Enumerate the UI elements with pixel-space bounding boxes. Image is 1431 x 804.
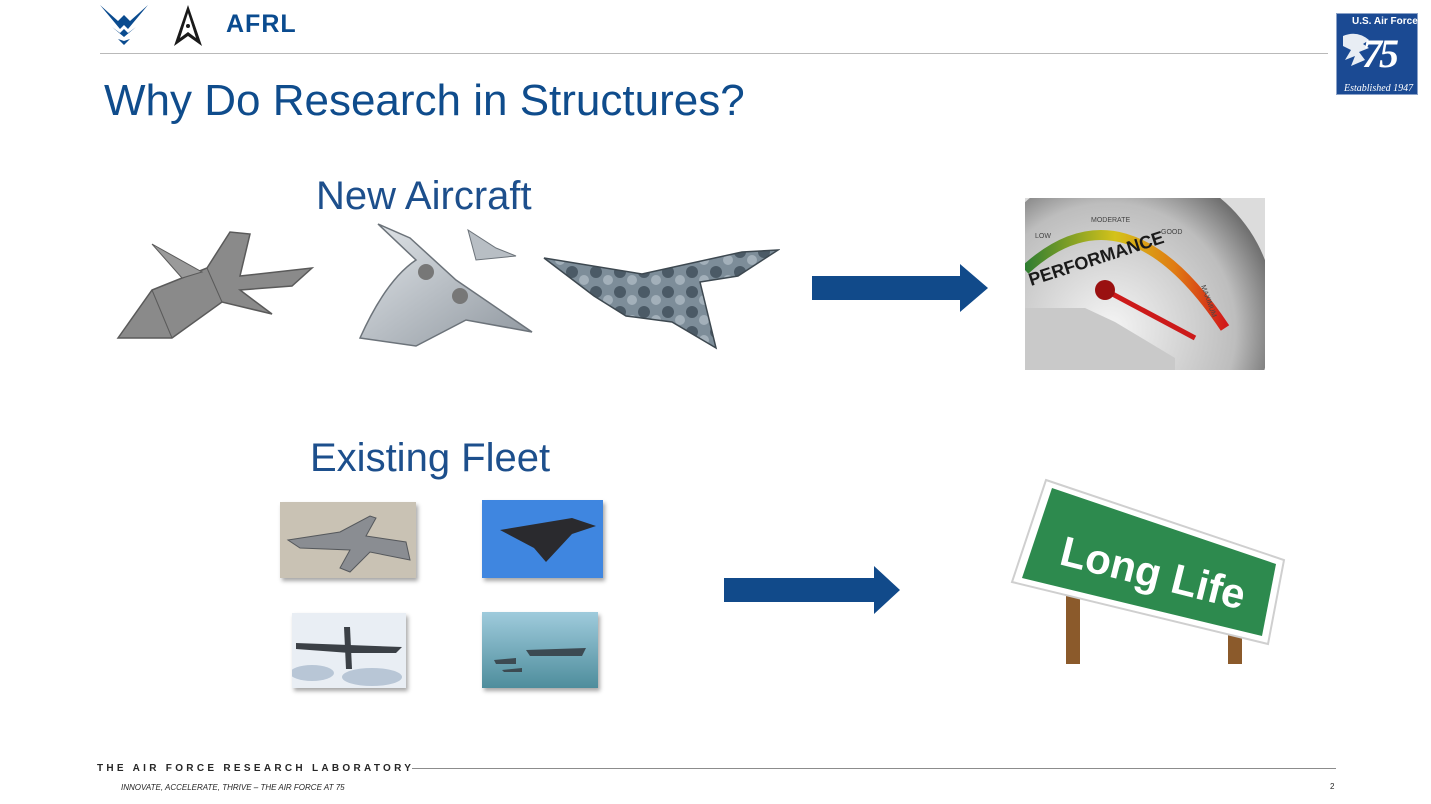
- footer-motto: INNOVATE, ACCELERATE, THRIVE – THE AIR F…: [121, 783, 345, 792]
- long-life-sign-image: Long Life: [992, 456, 1302, 664]
- section-heading-existing-fleet: Existing Fleet: [310, 436, 551, 480]
- badge-number: 75: [1362, 31, 1399, 76]
- arrow-to-performance: [810, 262, 990, 314]
- air-force-wings-logo: [98, 3, 150, 47]
- section-heading-new-aircraft: New Aircraft: [316, 174, 532, 218]
- usaf-75th-anniversary-badge: U.S. Air Force 75 Established 1947: [1336, 13, 1418, 95]
- slide-title: Why Do Research in Structures?: [104, 76, 745, 125]
- space-force-delta-logo: [172, 4, 204, 48]
- aircraft-concept-camo-fighter-image: [542, 246, 780, 350]
- org-label: AFRL: [226, 10, 297, 38]
- aircraft-concept-drone-image: [112, 228, 322, 350]
- footer-lab-name: THE AIR FORCE RESEARCH LABORATORY: [97, 763, 415, 774]
- eagle-icon: [1343, 33, 1369, 66]
- fleet-photo-f15: [280, 502, 416, 578]
- page-number: 2: [1330, 782, 1335, 791]
- badge-bottom-text: Established 1947: [1344, 83, 1414, 94]
- gauge-label-low: LOW: [1035, 233, 1051, 240]
- performance-gauge-image: LOW MODERATE GOOD MAXIMUM PERFORMANCE: [1025, 198, 1265, 370]
- gauge-label-moderate: MODERATE: [1091, 217, 1130, 224]
- arrow-to-long-life: [722, 564, 902, 616]
- aircraft-concept-blended-wing-image: [356, 220, 542, 348]
- fleet-photo-b2: [482, 500, 603, 578]
- footer-divider: [412, 768, 1336, 769]
- gauge-label-good: GOOD: [1161, 229, 1182, 236]
- header-divider: [100, 53, 1328, 54]
- fleet-photo-kc135: [482, 612, 598, 688]
- badge-top-text: U.S. Air Force: [1352, 16, 1418, 27]
- fleet-photo-b52: [292, 613, 406, 688]
